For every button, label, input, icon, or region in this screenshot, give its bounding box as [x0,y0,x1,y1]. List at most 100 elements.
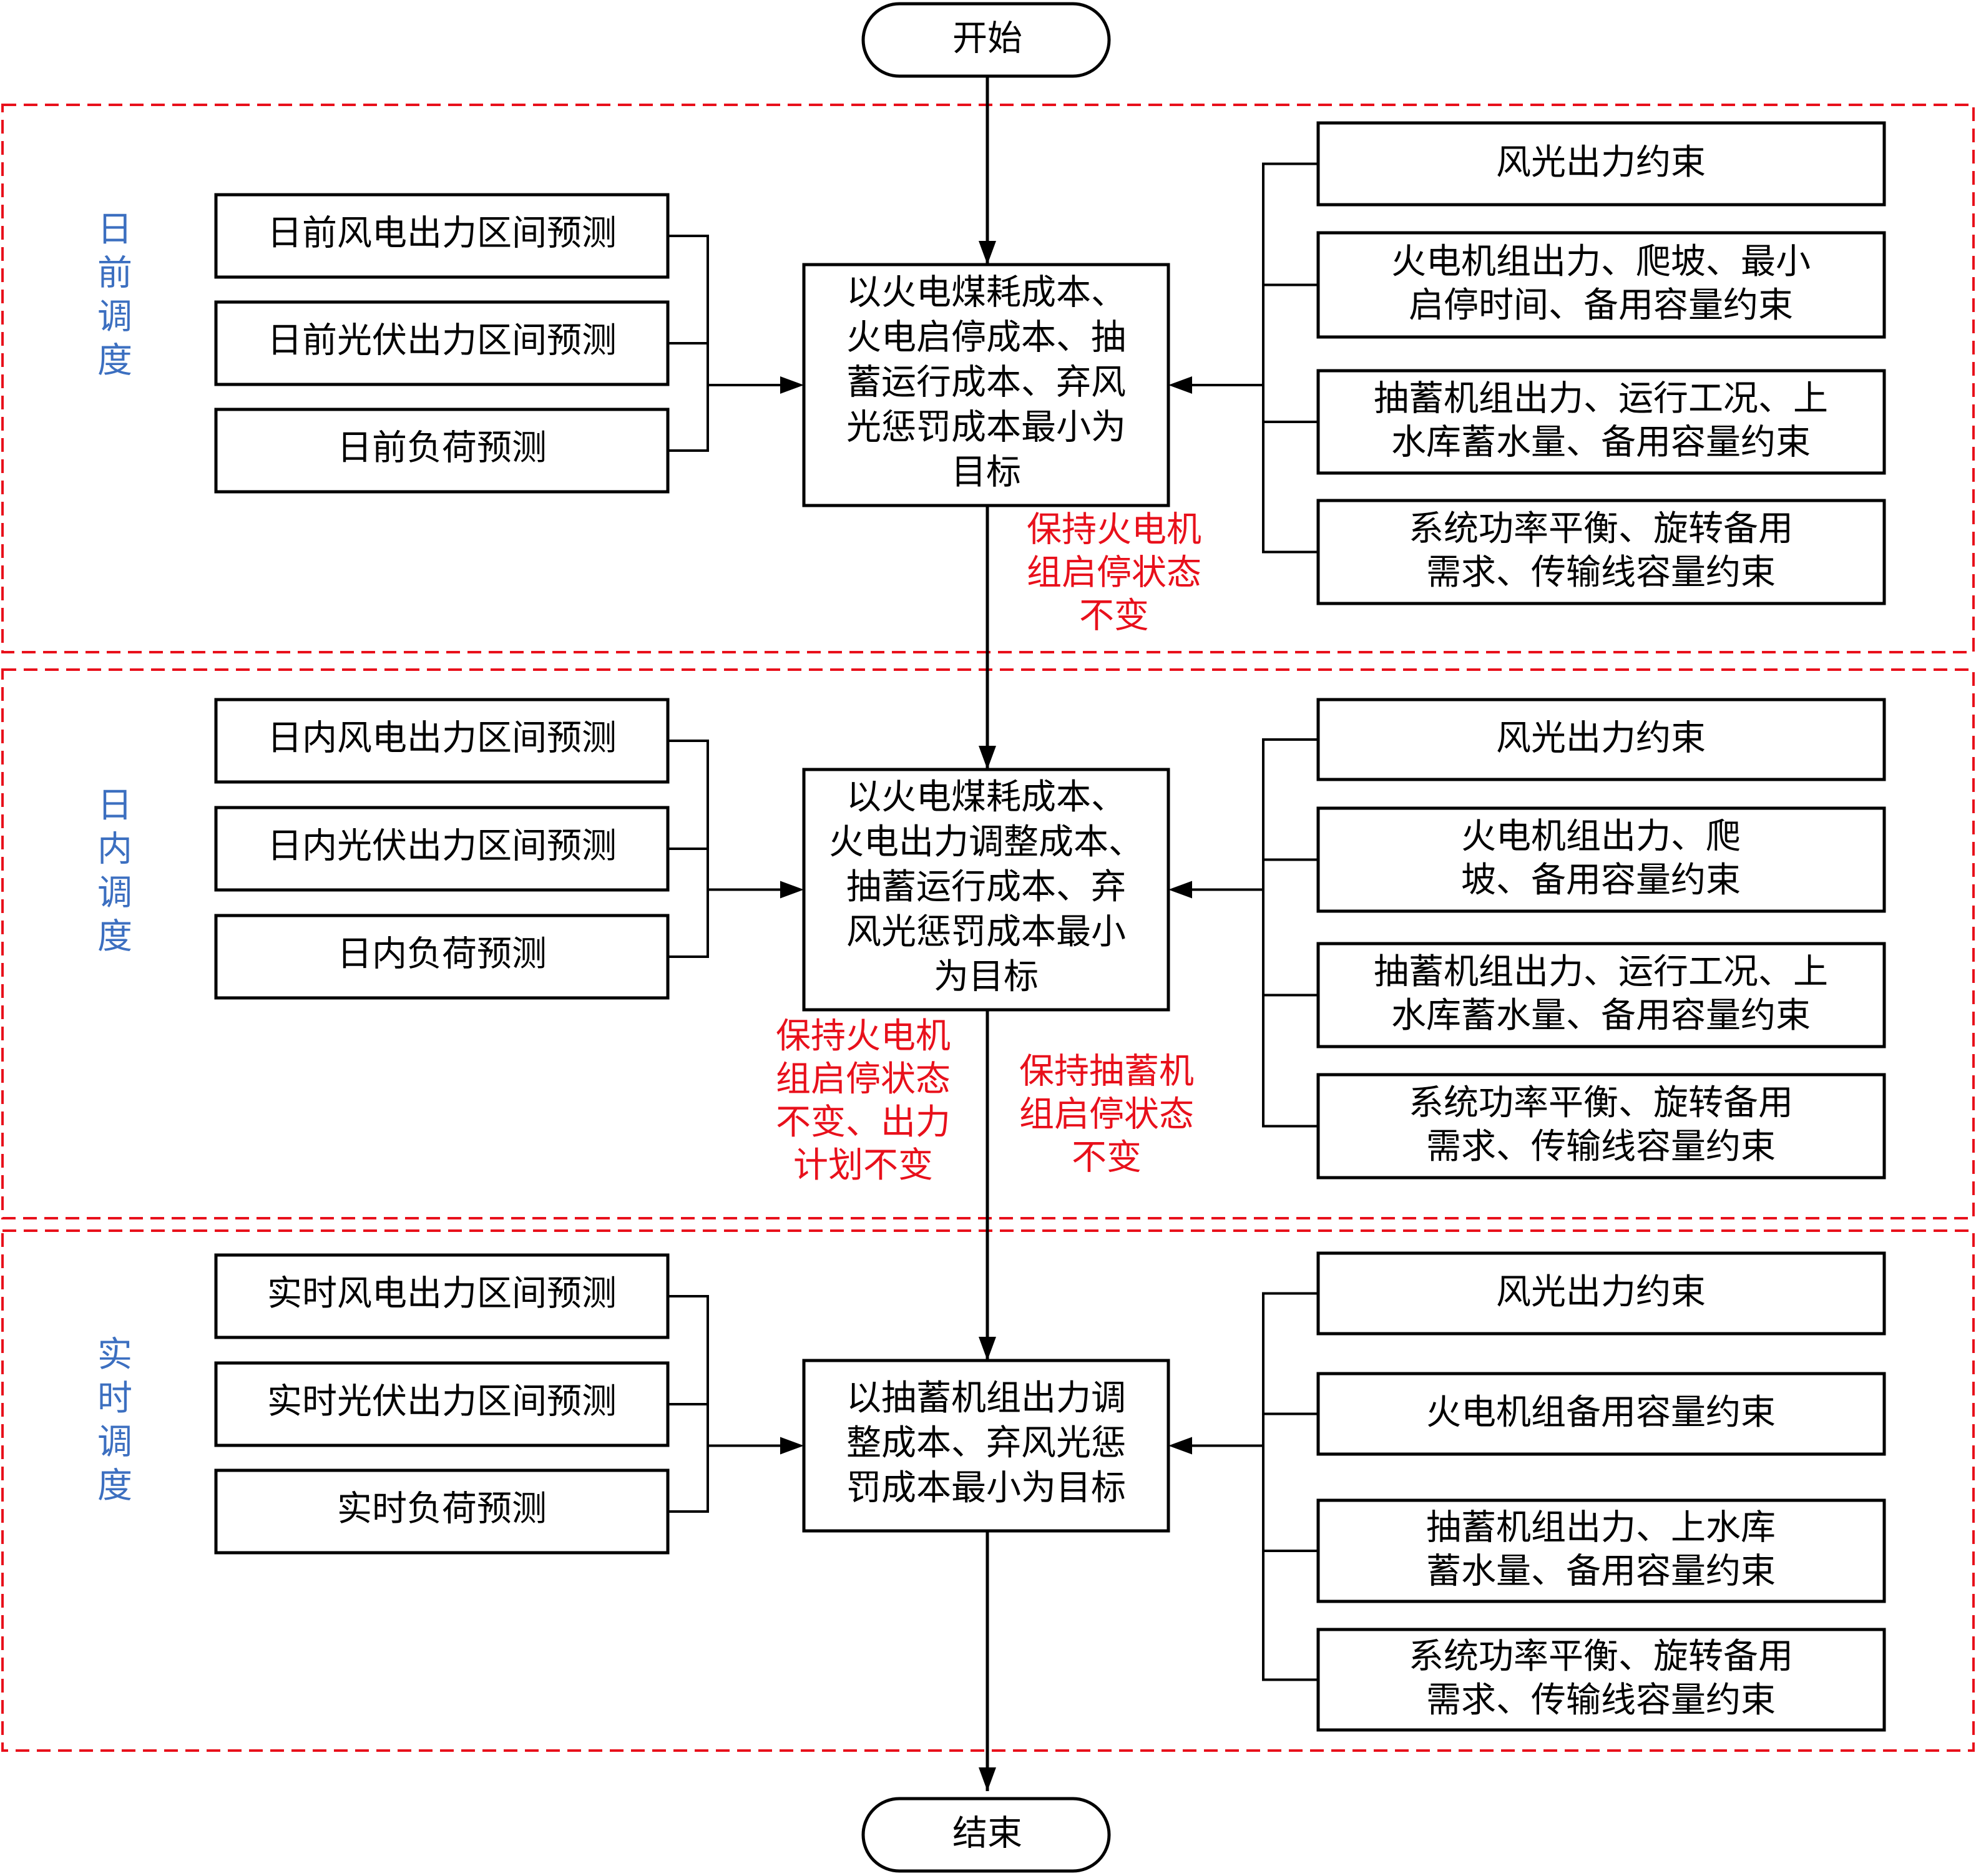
stage-3-constraint-1-line-1: 风光出力约束 [1496,1272,1706,1312]
stage-1-label-char-1: 日 [97,210,132,250]
stage-3-constraint-bracket [1262,1292,1318,1681]
transition-2-note-2-line-3: 不变 [1072,1138,1142,1178]
stage-3-constraint-2-line-1: 火电机组备用容量约束 [1426,1392,1776,1433]
stage-1-constraint-box-3 [1316,369,1886,475]
flow-arrow-1 [979,241,996,265]
stage-3-input-label-1: 实时风电出力区间预测 [267,1274,617,1314]
stage-1-constraint-arrow [1168,376,1192,394]
stage-1-label-char-2: 前 [97,253,132,294]
transition-2-note-2-line-1: 保持抽蓄机 [1019,1052,1194,1092]
stage-1-objective-line-4: 光惩罚成本最小为 [846,408,1126,448]
end-terminal-shape [861,1797,1111,1873]
stage-2-objective-line-4: 风光惩罚成本最小 [846,912,1126,952]
start-terminal: 开始 [861,2,1111,78]
stage-3-constraint-arrow [1168,1437,1192,1455]
stage-2-input-box-1 [214,698,670,784]
stage-1-input-label-3: 日前负荷预测 [337,428,547,469]
stage-3-constraint-3-line-1: 抽蓄机组出力、上水库 [1426,1508,1776,1548]
transition-2-note-1-line-1: 保持火电机 [776,1016,951,1057]
stage-3-constraint-4-line-2: 需求、传输线容量约束 [1426,1680,1776,1721]
stage-2-constraint-2-line-2: 坡、备用容量约束 [1461,860,1741,901]
stage-1-objective-line-1: 以火电煤耗成本、 [846,273,1126,313]
stage-1-input-label-2: 日前光伏出力区间预测 [267,321,617,361]
stage-3-constraint-3-line-2: 蓄水量、备用容量约束 [1426,1551,1776,1592]
stage-2-constraint-4-line-1: 系统功率平衡、旋转备用 [1409,1083,1793,1123]
stage-2-label-char-2: 内 [97,829,132,870]
stage-1-objective-line-2: 火电启停成本、抽 [846,318,1126,358]
stage-2-objective-line-1: 以火电煤耗成本、 [846,777,1126,818]
stage-2-input-label-3: 日内负荷预测 [337,934,547,975]
stage-2-input-box-2 [214,806,670,892]
stage-2-constraint-box-4 [1316,1073,1886,1180]
stage-3-input-box-2 [214,1361,670,1447]
stage-2-constraint-3-line-2: 水库蓄水量、备用容量约束 [1391,995,1811,1036]
stage-2-input-arrow [780,881,804,899]
stage-1-constraint-3-line-2: 水库蓄水量、备用容量约束 [1391,423,1811,463]
end-terminal-label: 结束 [952,1814,1022,1854]
start-terminal-label: 开始 [952,19,1022,59]
stage-3-objective-line-3: 罚成本最小为目标 [846,1468,1126,1508]
stage-1-label-char-3: 调 [97,297,132,338]
stage-3-input-box-1 [214,1253,670,1339]
stage-1-objective-line-5: 目标 [951,452,1021,493]
stage-3-objective-box [802,1359,1170,1533]
stage-2-constraint-3-line-1: 抽蓄机组出力、运行工况、上 [1374,952,1828,992]
stage-1-constraint-2-line-2: 启停时间、备用容量约束 [1409,285,1793,326]
stage-3-input-label-2: 实时光伏出力区间预测 [267,1382,617,1422]
transition-1-note-1-line-1: 保持火电机 [1027,510,1201,550]
stage-2-input-box-3 [214,914,670,1000]
stage-1-constraint-2-line-1: 火电机组出力、爬坡、最小 [1391,242,1811,282]
stage-3-objective-line-1: 以抽蓄机组出力调 [846,1378,1126,1419]
stage-1-constraint-3-line-1: 抽蓄机组出力、运行工况、上 [1374,379,1828,419]
stage-3-objective-line-2: 整成本、弃风光惩 [846,1423,1126,1463]
stage-1-constraint-box-1 [1316,121,1886,207]
transition-1-note-1-line-2: 组启停状态 [1027,553,1201,594]
stage-1-input-box-3 [214,408,670,494]
stage-1-label-char-4: 度 [97,341,132,381]
stage-1-constraint-box-4 [1316,499,1886,605]
stage-2-objective-line-3: 抽蓄运行成本、弃 [846,867,1126,907]
stage-3-constraint-box-4 [1316,1628,1886,1732]
stage-1-constraint-box-2 [1316,231,1886,339]
stage-2-constraint-bracket [1262,738,1318,1128]
stage-2-constraint-4-line-2: 需求、传输线容量约束 [1426,1126,1776,1167]
stage-3-label-char-2: 时 [97,1379,132,1419]
stage-2-constraint-arrow [1168,881,1192,899]
stage-1-constraint-4-line-2: 需求、传输线容量约束 [1426,552,1776,593]
stage-2-input-bracket [668,740,709,958]
stage-2-constraint-1-line-1: 风光出力约束 [1496,718,1706,759]
stage-3-label-char-1: 实 [97,1335,132,1375]
stage-3-input-label-3: 实时负荷预测 [337,1489,547,1530]
stage-1-constraint-1-line-1: 风光出力约束 [1496,142,1706,183]
stage-1-input-label-1: 日前风电出力区间预测 [267,213,617,254]
stage-3-constraint-4-line-1: 系统功率平衡、旋转备用 [1409,1636,1793,1677]
stage-3-input-arrow [780,1437,804,1455]
stage-1-objective-line-3: 蓄运行成本、弃风 [846,363,1126,403]
stage-2-input-label-2: 日内光伏出力区间预测 [267,826,617,867]
stage-3-input-bracket [668,1295,709,1513]
stage-1-constraint-bracket [1262,162,1318,554]
stage-2-objective-line-5: 为目标 [934,957,1039,997]
start-terminal-shape [861,2,1111,78]
flow-arrow-3 [979,1337,996,1361]
stage-2-label-char-3: 调 [97,873,132,914]
flow-arrow-4 [979,1767,996,1791]
flow-arrow-2 [979,746,996,769]
stage-1-objective-box [802,263,1170,507]
stage-2-label-char-4: 度 [97,917,132,957]
stage-2-input-label-1: 日内风电出力区间预测 [267,718,617,759]
stage-3-constraint-box-2 [1316,1372,1886,1456]
transition-1-note-1-line-3: 不变 [1079,596,1149,637]
transition-2-note-1-line-2: 组启停状态 [776,1059,951,1100]
stage-2-objective-box [802,768,1170,1012]
stage-3-label-char-3: 调 [97,1422,132,1463]
stage-2-constraint-2-line-1: 火电机组出力、爬 [1461,816,1741,857]
stage-2-objective-line-2: 火电出力调整成本、 [829,822,1143,862]
stage-1-input-box-2 [214,300,670,386]
stage-3-label-char-4: 度 [97,1466,132,1507]
stage-2-label-char-1: 日 [97,786,132,826]
transition-2-note-1-line-3: 不变、出力 [776,1102,951,1143]
stage-1-input-bracket [668,235,709,452]
